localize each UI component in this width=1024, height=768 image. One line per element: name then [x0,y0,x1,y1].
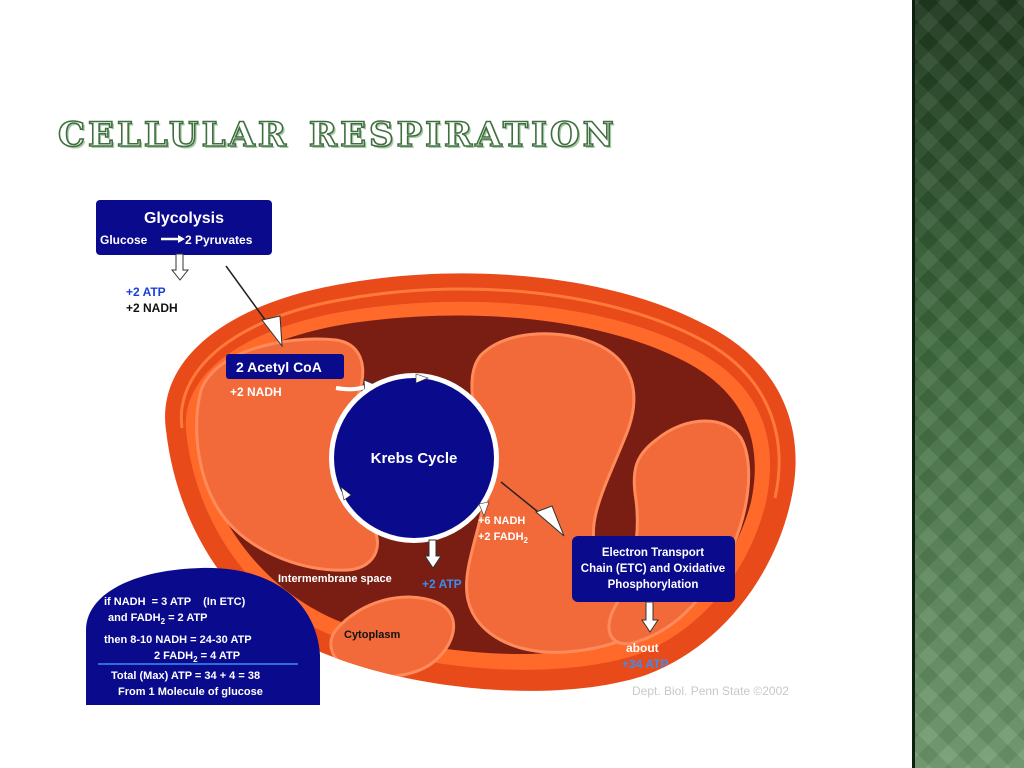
krebs-rotation-icon-2 [478,501,490,517]
krebs-fadh: +2 FADH2 [478,531,529,545]
glycolysis-box-bg [96,200,272,255]
glycolysis-title: Glycolysis [144,210,224,227]
etc-yield-arrow [641,601,659,633]
glucose-arrowhead-icon [178,235,185,243]
side-band-edge [912,0,915,768]
summary-line-2a: and FADH [108,612,161,624]
krebs-rotation-icon-3 [340,486,352,501]
glycolysis-nadh: +2 NADH [126,301,178,315]
krebs-fadh-sub: 2 [524,536,529,545]
summary-line-1: if NADH = 3 ATP (In ETC) [104,596,246,608]
etc-line-1: Electron Transport [602,547,704,559]
etc-about: about [626,641,659,655]
glucose-label: Glucose [100,233,148,247]
slide-title: Cellular Respiration [57,101,617,159]
pyruvate-entry-line [225,265,272,329]
summary-line-2c: = 2 ATP [165,612,208,624]
summary-line-5: Total (Max) ATP = 34 + 4 = 38 [111,670,260,682]
summary-line-6: From 1 Molecule of glucose [118,686,263,698]
krebs-atp-arrow [424,539,442,569]
pyruvates-label: 2 Pyruvates [185,233,253,247]
summary-line-2: and FADH2 = 2 ATP [108,612,208,626]
summary-line-3: then 8-10 NADH = 24-30 ATP [104,634,252,646]
outer-membrane-highlight [179,287,781,499]
krebs-to-etc-arrowhead-icon [535,505,565,537]
krebs-cycle-label: Krebs Cycle [371,450,458,467]
krebs-nadh: +6 NADH [478,515,525,527]
summary-line-4c: = 4 ATP [198,650,241,662]
etc-line-3: Phosphorylation [608,579,699,591]
acetyl-nadh: +2 NADH [230,385,282,399]
summary-line-4b: 2 [193,655,198,664]
intermembrane-space-label: Intermembrane space [278,573,392,585]
krebs-rotation-icon [415,373,429,384]
image-credit: Dept. Biol. Penn State ©2002 [632,684,789,698]
summary-line-4a: 2 FADH [154,650,193,662]
acetyl-coa-box [226,354,344,379]
krebs-atp: +2 ATP [422,577,462,591]
etc-line-2: Chain (ETC) and Oxidative [581,563,725,575]
glycolysis-yield-arrow [170,253,190,281]
summary-panel-bg [86,567,320,705]
cellular-respiration-diagram: Glycolysis Glucose 2 Pyruvates +2 ATP +2… [86,190,846,705]
etc-box [572,536,735,602]
glycolysis-atp: +2 ATP [126,285,166,299]
decorative-side-band [912,0,1024,768]
cytoplasm-label: Cytoplasm [344,629,400,641]
krebs-cycle-circle [334,378,494,538]
glycolysis-box: Glycolysis Glucose 2 Pyruvates [96,200,272,255]
summary-line-4: 2 FADH2 = 4 ATP [154,650,240,664]
atp-summary-panel: if NADH = 3 ATP (In ETC) and FADH2 = 2 A… [86,567,320,705]
pyruvate-entry-arrowhead-icon [261,315,283,348]
krebs-fadh-main: +2 FADH [478,531,524,543]
etc-atp: +34 ATP [622,657,668,671]
summary-line-2b: 2 [161,617,166,626]
acetyl-coa-label: 2 Acetyl CoA [236,359,322,375]
